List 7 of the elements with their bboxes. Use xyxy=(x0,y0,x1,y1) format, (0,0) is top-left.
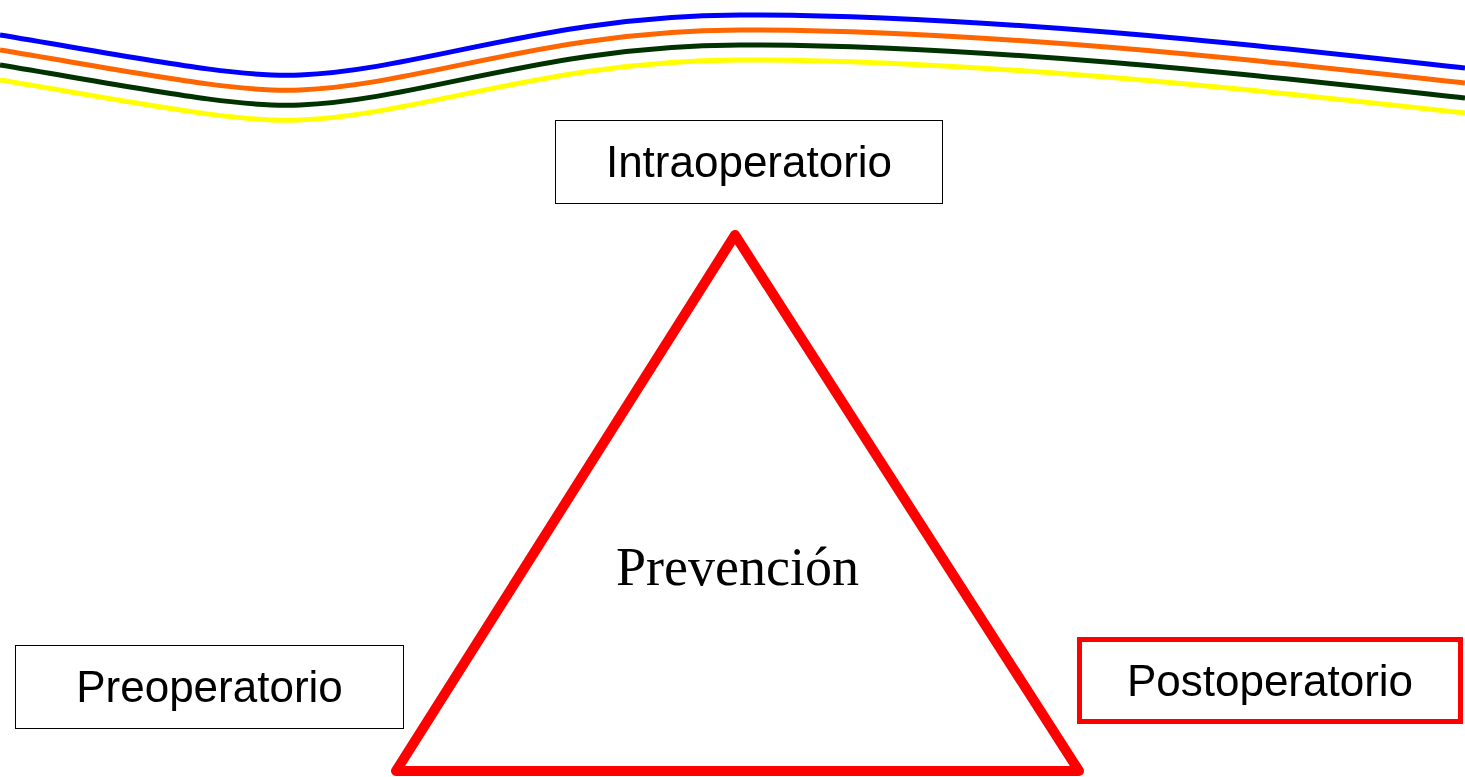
phase-box xyxy=(555,120,943,204)
phase-box xyxy=(1077,637,1463,724)
phase-label: Intraoperatorio xyxy=(605,137,893,187)
phase-box xyxy=(15,645,404,729)
phase-label: Postoperatorio xyxy=(1126,655,1414,706)
center-label: Prevención xyxy=(616,536,859,598)
phase-label: Preoperatorio xyxy=(76,662,343,712)
